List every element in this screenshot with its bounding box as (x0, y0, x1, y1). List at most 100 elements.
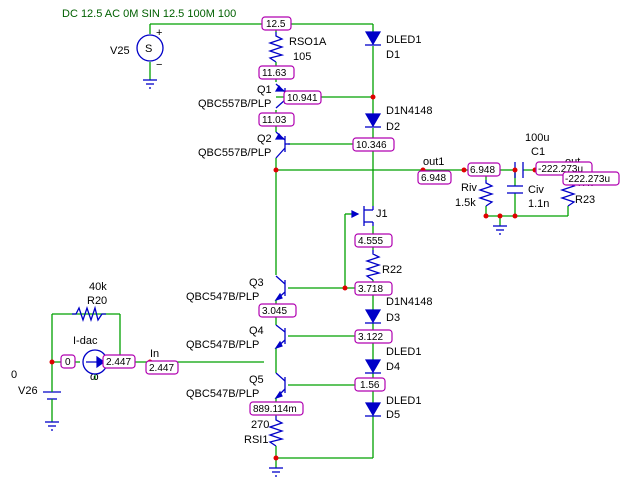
v26-name: V26 (18, 385, 38, 397)
svg-text:3.045: 3.045 (262, 306, 287, 317)
q3-name: Q3 (249, 277, 264, 289)
q2-transistor (274, 131, 290, 159)
c1-value: 100u (525, 132, 549, 144)
v25-name: V25 (110, 45, 130, 57)
q5-model: QBC547B/PLP (186, 388, 259, 400)
civ-value: 1.1n (528, 198, 549, 210)
riv-name: Riv (461, 182, 477, 194)
svg-text:2.447: 2.447 (106, 357, 131, 368)
in-label: In (150, 348, 159, 360)
out1-label: out1 (423, 156, 444, 168)
d2-diode (364, 113, 382, 128)
svg-text:6.948: 6.948 (470, 165, 495, 176)
r22-name: R22 (382, 264, 402, 276)
svg-text:S: S (145, 43, 152, 55)
voltage-probe-q1-emitter: 11.63 (258, 65, 295, 80)
ground-icon (493, 225, 507, 235)
r20-name: R20 (87, 295, 107, 307)
rso1a-value: 105 (293, 51, 311, 63)
d3-model: D1N4148 (386, 296, 432, 308)
j1-jfet (351, 206, 374, 226)
j1-name: J1 (376, 208, 388, 220)
riv-value: 1.5k (455, 197, 476, 209)
svg-text:10.346: 10.346 (356, 140, 387, 151)
svg-text:+: + (156, 27, 162, 39)
svg-text:−: − (156, 59, 162, 71)
svg-text:3.122: 3.122 (358, 332, 383, 343)
svg-text:3.718: 3.718 (358, 284, 383, 295)
d5-name: D5 (386, 409, 400, 421)
q4-model: QBC547B/PLP (186, 339, 259, 351)
q1-name: Q1 (257, 84, 272, 96)
voltage-probe-q5-emitter: 889.114m (249, 401, 304, 416)
idac-name: I-dac (73, 335, 98, 347)
d4-diode (364, 359, 382, 374)
svg-text:0: 0 (65, 357, 71, 368)
svg-text:-222.273u: -222.273u (565, 174, 610, 185)
q4-name: Q4 (249, 325, 264, 337)
d1-model: DLED1 (386, 34, 421, 46)
r20-resistor (72, 305, 106, 323)
svg-text:11.03: 11.03 (262, 115, 287, 126)
voltage-probe-q2-base: 10.346 (352, 137, 395, 152)
ground-icon (269, 467, 283, 477)
voltage-probe-d4-cathode: 1.56 (354, 377, 386, 392)
q3-model: QBC547B/PLP (186, 291, 259, 303)
civ-name: Civ (528, 184, 544, 196)
svg-text:12.5: 12.5 (266, 19, 286, 30)
d2-model: D1N4148 (386, 105, 432, 117)
svg-text:6.948: 6.948 (421, 173, 446, 184)
svg-text:1.56: 1.56 (360, 380, 380, 391)
d5-model: DLED1 (386, 395, 421, 407)
q5-name: Q5 (249, 374, 264, 386)
svg-text:10.941: 10.941 (287, 93, 318, 104)
d1-name: D1 (386, 49, 400, 61)
rsi1-name: RSI1 (244, 434, 268, 446)
v26-source-symbol (43, 391, 61, 400)
civ-capacitor (507, 185, 523, 194)
voltage-probe-j1-source: 4.555 (354, 233, 393, 248)
v26-value: 0 (11, 369, 17, 381)
voltage-probe-out-b: -222.273u (562, 171, 620, 186)
svg-text:889.114m: 889.114m (253, 404, 297, 415)
v25-spec: DC 12.5 AC 0M SIN 12.5 100M 100 (62, 8, 236, 20)
d3-name: D3 (386, 312, 400, 324)
d4-model: DLED1 (386, 346, 421, 358)
voltage-probe-in: 2.447 (145, 360, 179, 375)
svg-text:11.63: 11.63 (262, 68, 287, 79)
svg-text:ω: ω (90, 371, 99, 383)
voltage-probe-q3-base: 3.718 (354, 281, 393, 296)
q2-name: Q2 (257, 133, 272, 145)
q1-model: QBC557B/PLP (198, 98, 271, 110)
d1-diode (364, 31, 382, 46)
voltage-probe-top: 12.5 (261, 16, 292, 31)
svg-text:-222.273u: -222.273u (538, 164, 583, 175)
rsi1-value: 270 (251, 419, 269, 431)
d4-name: D4 (386, 361, 400, 373)
q2-model: QBC557B/PLP (198, 147, 271, 159)
voltage-probe-d3-cathode: 3.122 (354, 329, 393, 344)
svg-text:2.447: 2.447 (149, 363, 174, 374)
q3-transistor (274, 275, 286, 302)
rsi1-resistor (267, 416, 285, 447)
d3-diode (364, 309, 382, 324)
ground-icon (143, 79, 157, 89)
voltage-probe-q2-emitter: 11.03 (258, 112, 295, 127)
riv-resistor (477, 180, 495, 207)
q4-transistor (274, 324, 286, 350)
r23-name: R23 (575, 194, 595, 206)
r20-value: 40k (89, 281, 107, 293)
ground-icon (45, 421, 59, 431)
rso1a-name: RSO1A (289, 36, 327, 48)
svg-text:4.555: 4.555 (358, 236, 383, 247)
voltage-probe-idac-zero: 0 (60, 354, 76, 369)
q5-transistor (274, 372, 286, 400)
rso1a-resistor (267, 32, 285, 63)
c1-name: C1 (531, 146, 545, 158)
d2-name: D2 (386, 121, 400, 133)
d5-diode (364, 402, 382, 417)
r22-resistor (364, 250, 382, 281)
voltage-probe-out1-right: 6.948 (467, 162, 501, 177)
v25-source-symbol: S + − (136, 27, 164, 71)
